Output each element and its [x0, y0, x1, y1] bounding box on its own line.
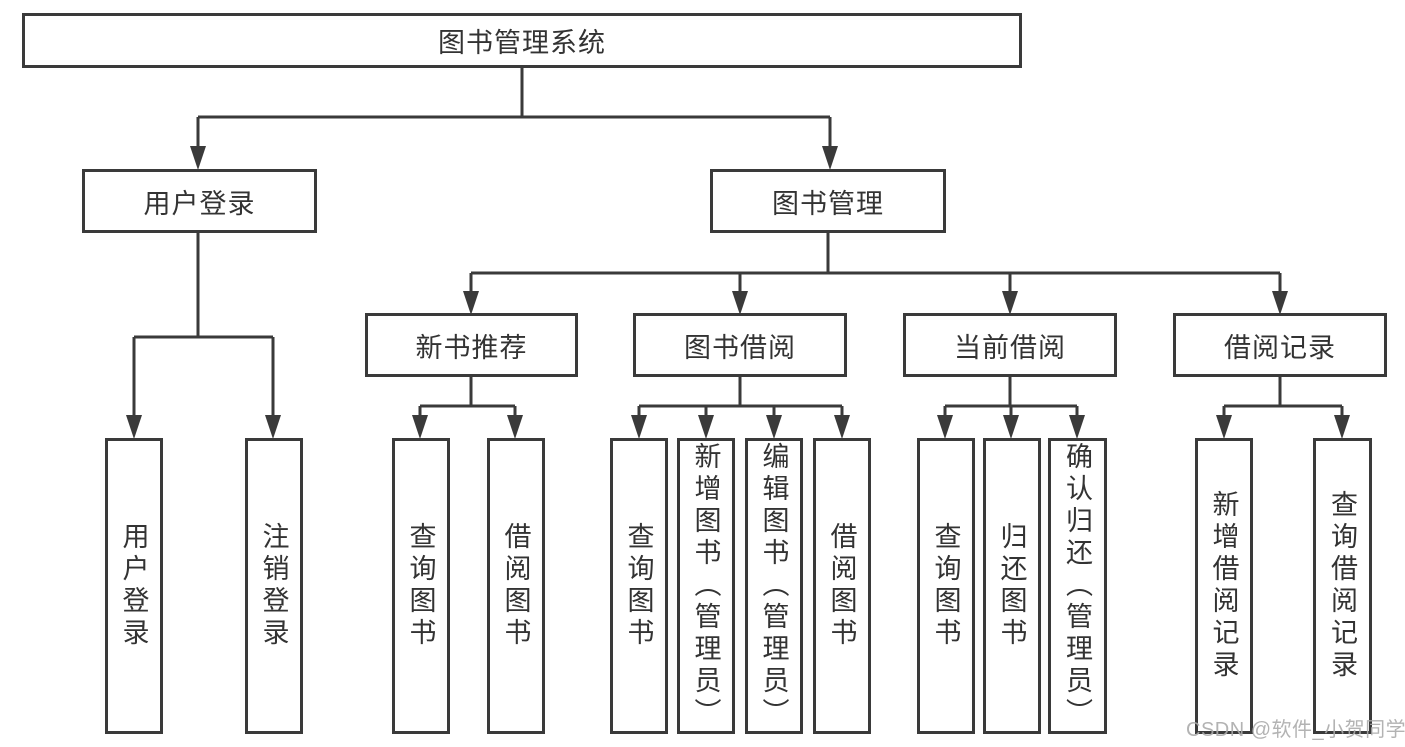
leaf-add-borrow-record: 新增借阅记录 — [1195, 438, 1253, 734]
arrow-down-icon — [834, 415, 850, 439]
arrow-down-icon — [1003, 415, 1019, 439]
arrow-down-icon — [126, 415, 142, 439]
tree-branch-lines — [132, 68, 1344, 423]
arrow-down-icon — [698, 415, 714, 439]
leaf-borrow-books-recommend: 借阅图书 — [487, 438, 545, 734]
node-root: 图书管理系统 — [22, 13, 1022, 68]
node-new-book-recommend: 新书推荐 — [365, 313, 578, 377]
leaf-query-books-recommend: 查询图书 — [392, 438, 450, 734]
leaf-add-book-admin: 新增图书（管理员） — [677, 438, 735, 734]
leaf-confirm-return-admin: 确认归还（管理员） — [1048, 438, 1107, 734]
leaf-query-books-current: 查询图书 — [917, 438, 975, 734]
arrow-down-icon — [1272, 291, 1288, 315]
arrow-down-icon — [507, 415, 523, 439]
arrow-down-icon — [463, 291, 479, 315]
node-current-borrow: 当前借阅 — [903, 313, 1117, 377]
arrow-down-icon — [631, 415, 647, 439]
arrowhead-icons — [126, 146, 1350, 439]
arrow-down-icon — [412, 415, 428, 439]
arrow-down-icon — [190, 146, 206, 170]
leaf-return-book: 归还图书 — [983, 438, 1041, 734]
leaf-edit-book-admin: 编辑图书（管理员） — [745, 438, 803, 734]
leaf-query-books-borrow: 查询图书 — [610, 438, 668, 734]
leaf-query-borrow-record: 查询借阅记录 — [1313, 438, 1372, 734]
arrow-down-icon — [766, 415, 782, 439]
arrow-down-icon — [1069, 415, 1085, 439]
leaf-borrow-books: 借阅图书 — [813, 438, 871, 734]
arrow-down-icon — [1216, 415, 1232, 439]
leaf-logout: 注销登录 — [245, 438, 303, 734]
leaf-user-login: 用户登录 — [105, 438, 163, 734]
arrow-down-icon — [732, 291, 748, 315]
arrow-down-icon — [1002, 291, 1018, 315]
csdn-watermark: CSDN @软件_小贺同学 — [1186, 719, 1405, 741]
arrow-down-icon — [265, 415, 281, 439]
node-book-management: 图书管理 — [710, 169, 946, 233]
node-book-borrow: 图书借阅 — [633, 313, 847, 377]
arrow-down-icon — [822, 146, 838, 170]
arrow-down-icon — [1334, 415, 1350, 439]
node-borrow-records: 借阅记录 — [1173, 313, 1387, 377]
arrow-down-icon — [937, 415, 953, 439]
node-user-login: 用户登录 — [82, 169, 317, 233]
